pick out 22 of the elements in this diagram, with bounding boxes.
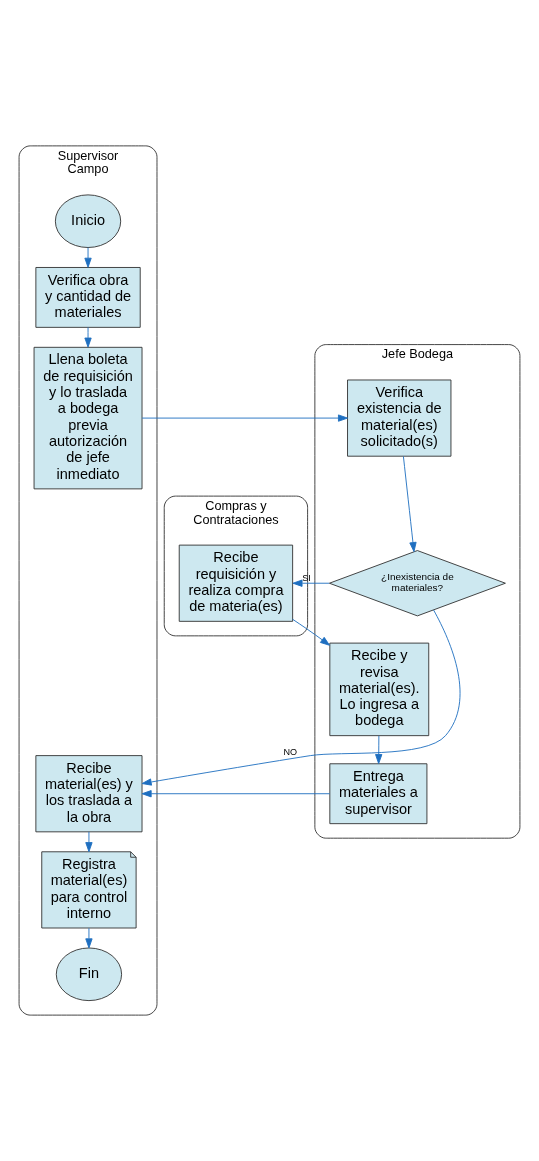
- node-box: Recibe material(es) y los traslada a la obra: [35, 755, 143, 833]
- arrow: [141, 609, 461, 786]
- arrow: [402, 456, 417, 553]
- arrow: [292, 618, 331, 646]
- node-box: Verifica existencia de material(es) solicitado(s): [347, 379, 452, 457]
- node-box: Recibe requisición y realiza compra de materia(es): [178, 544, 294, 622]
- node-box: Verifica obra y cantidad de materiales: [35, 267, 141, 328]
- node-ellipse: Inicio: [54, 194, 122, 248]
- edge-label: NO: [283, 746, 298, 757]
- node-box: Entrega materiales a supervisor: [329, 763, 428, 825]
- arrow: [292, 579, 330, 587]
- arrow: [85, 927, 93, 949]
- arrow: [85, 831, 93, 853]
- node-box: Llena boleta de requisición y lo traslada a bodega previa autorización de jefe inmediato: [33, 346, 143, 490]
- arrow: [375, 735, 383, 765]
- arrow: [141, 790, 331, 798]
- arrow: [141, 414, 348, 422]
- arrow: [84, 326, 92, 348]
- node-diamond: ¿Inexistencia de materiales?: [328, 550, 506, 617]
- node-ellipse: Fin: [55, 947, 123, 1002]
- arrow: [84, 247, 92, 268]
- node-box: Recibe y revisa material(es). Lo ingresa a bodega: [329, 642, 430, 737]
